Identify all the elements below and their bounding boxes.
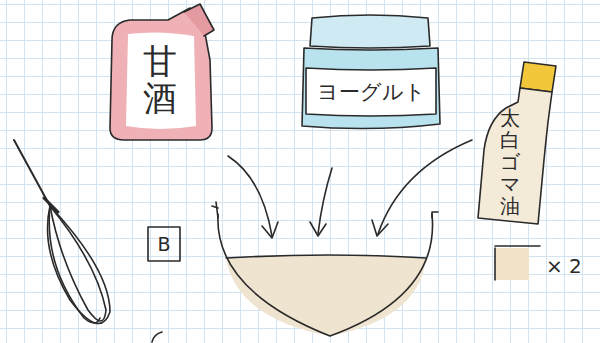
bottle-label (126, 32, 196, 129)
liquid-surface (226, 255, 426, 258)
pour-arrow (228, 156, 272, 236)
oil-bottle (478, 88, 552, 224)
label-node: 太白ゴマ油 (497, 105, 523, 219)
measure-outline (495, 246, 540, 280)
arrow-head (310, 222, 326, 236)
node-text: 甘酒 (143, 43, 177, 118)
whisk-wire (50, 206, 106, 321)
bowl-liquid (226, 255, 426, 336)
node-text: B (157, 233, 170, 255)
amazake-bottle (110, 8, 212, 140)
b-box-outline (148, 227, 180, 261)
whisk-collar (44, 198, 58, 212)
label-node: ヨーグルト (314, 76, 429, 108)
node-text: ヨーグルト (317, 78, 426, 106)
bottle-cap (520, 62, 556, 92)
bowl (218, 214, 433, 336)
arrow-head (372, 220, 388, 236)
stroke-fragment (152, 332, 162, 342)
bowl-rim (212, 202, 438, 218)
node-text: 太白ゴマ油 (500, 107, 520, 217)
yogurt-jar (302, 48, 440, 129)
whisk-handle (14, 140, 50, 206)
jar-label (306, 68, 436, 116)
pour-arrow (378, 140, 472, 234)
whisk-wire (49, 206, 100, 323)
arrow-head (262, 222, 278, 238)
quantity-label: × 2 (546, 254, 582, 278)
bottle-spout (184, 4, 214, 36)
measure-square (495, 248, 529, 280)
jar-lid (310, 15, 430, 48)
label-node: 甘酒 (140, 41, 180, 120)
label-node: B (148, 227, 180, 261)
whisk-wire (48, 206, 111, 324)
